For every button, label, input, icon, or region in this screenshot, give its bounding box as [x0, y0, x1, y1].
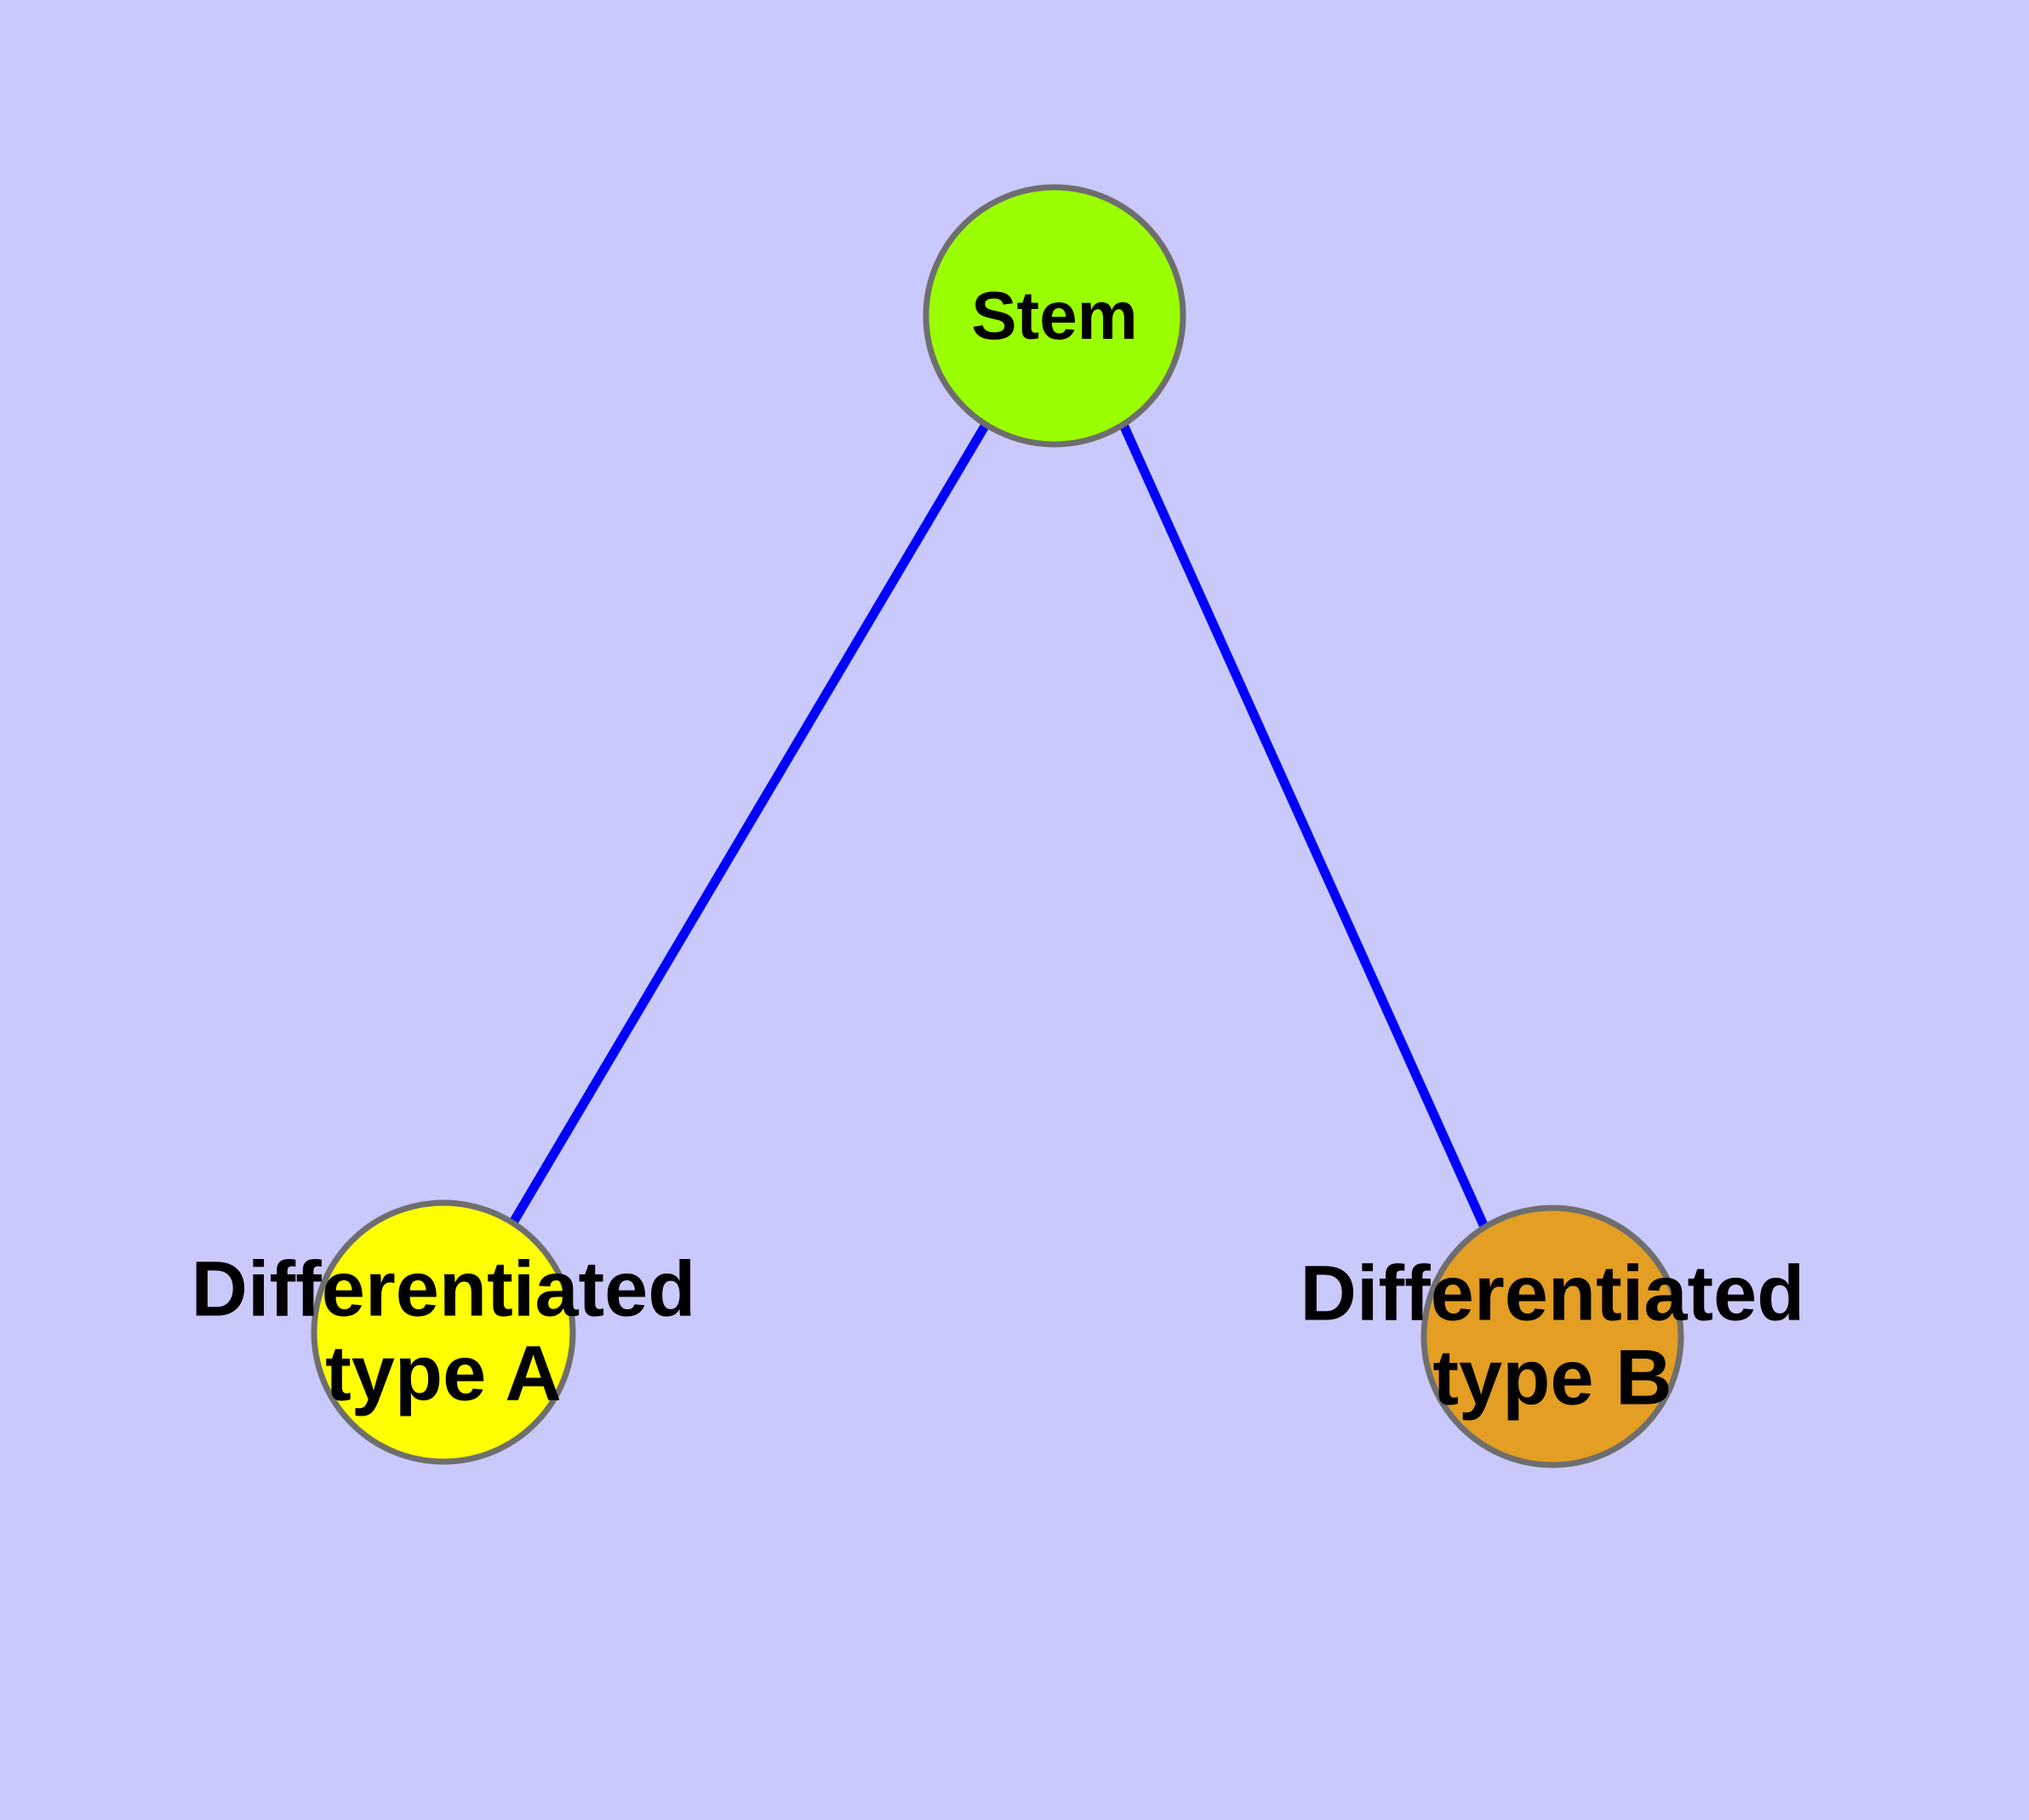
edge-stem-to-differentiated-type-b — [1118, 422, 1489, 1228]
node-stem[interactable] — [923, 184, 1186, 448]
edge-stem-to-differentiated-type-a — [509, 422, 990, 1225]
node-differentiated-type-b[interactable] — [1420, 1205, 1684, 1468]
node-differentiated-type-a[interactable] — [311, 1199, 576, 1465]
